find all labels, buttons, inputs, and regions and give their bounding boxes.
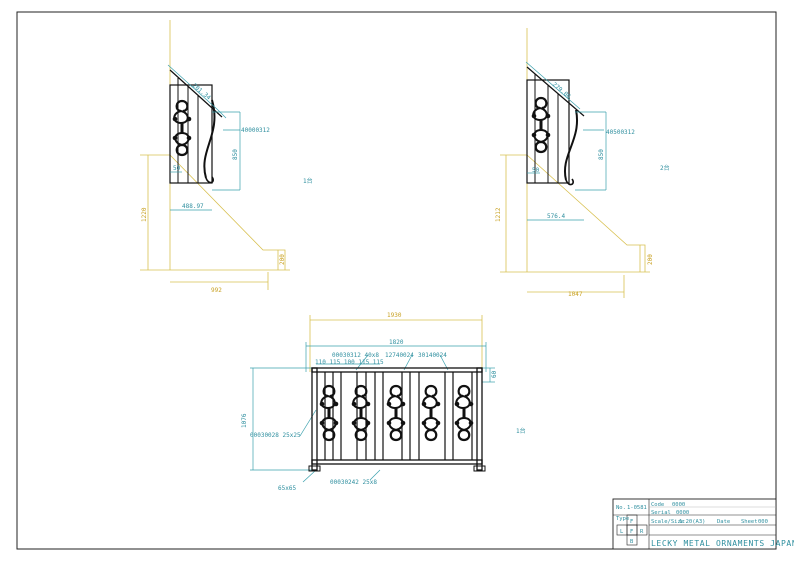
tb-letter-r: R [640, 529, 644, 535]
right-base-dim: 576.4 [547, 213, 565, 220]
front-overall-width: 1930 [387, 312, 402, 319]
tb-scale-value: 1:20(A3) [679, 519, 706, 525]
left-base-dim: 488.97 [182, 203, 204, 210]
front-view [250, 315, 495, 483]
left-width-dim: 992 [211, 287, 222, 294]
tb-letter-b: B [630, 539, 634, 545]
right-total-height: 1212 [495, 207, 502, 222]
front-callout-2: 12740024 [385, 352, 414, 359]
title-block [612, 498, 777, 550]
right-part-no: 40500312 [606, 129, 635, 136]
left-side-view [140, 20, 290, 290]
tb-company: LECKY METAL ORNAMENTS JAPAN [651, 539, 794, 548]
left-part-no: 40000312 [241, 127, 270, 134]
tb-no-label: No. [616, 505, 626, 511]
right-height-dim: 850 [598, 149, 605, 160]
left-step-height: 200 [279, 254, 286, 265]
tb-letter-l: L [620, 529, 624, 535]
tb-letter-f: F [630, 529, 633, 535]
front-callout-3: 30140024 [418, 352, 447, 359]
left-total-height: 1220 [141, 207, 148, 222]
front-foot-part: 65x65 [278, 485, 296, 492]
right-width-dim: 1047 [568, 291, 583, 298]
left-small-dim: 50 [173, 165, 181, 172]
tb-serial-value: 0000 [676, 510, 689, 516]
tb-scale-label: Scale/Size [651, 519, 684, 525]
tb-type-label: Type [616, 516, 629, 522]
front-qty: 1台 [516, 427, 526, 435]
front-side-dim: 60 [491, 370, 498, 378]
front-inner-width: 1820 [389, 339, 404, 346]
tb-serial-label: Serial [651, 510, 671, 516]
sheet-border [16, 11, 777, 550]
right-step-height: 200 [647, 254, 654, 265]
tb-sheet-label: Sheet [741, 519, 758, 525]
tb-code-value: 0000 [672, 502, 685, 508]
tb-date-label: Date [717, 519, 730, 525]
tb-no-value: 1-0581 [627, 505, 647, 511]
tb-sheet-value: 000 [758, 519, 768, 525]
tb-type-value: F [630, 519, 633, 525]
front-spacing: 110 115 100 115 115 [315, 359, 384, 366]
right-qty: 2台 [660, 164, 670, 172]
left-qty: 1台 [303, 177, 313, 185]
front-callout-1: 00030312 40x8 [332, 352, 379, 359]
front-bar-part: 00030242 25x8 [330, 479, 377, 486]
right-side-view [500, 28, 650, 298]
front-height-dim: 1076 [241, 413, 248, 428]
front-post-part: 00030028 25x25 [250, 432, 301, 439]
tb-code-label: Code [651, 502, 664, 508]
left-height-dim: 850 [232, 149, 239, 160]
right-small-dim: 50 [532, 167, 540, 174]
